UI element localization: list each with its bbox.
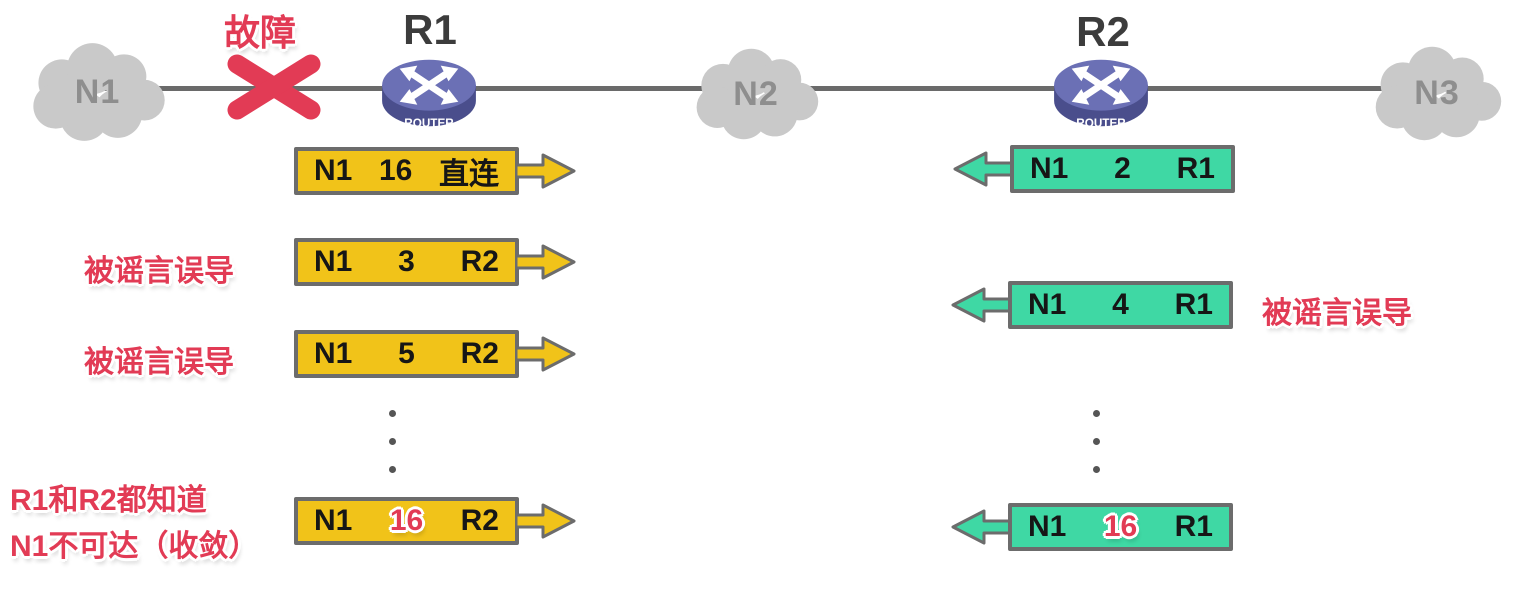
failure-label: 故障 xyxy=(224,12,297,53)
r1-update-row-3: N1 5 R2 xyxy=(294,330,577,378)
route-dest: N1 xyxy=(1028,288,1067,321)
route-update-box: N1 16 R2 xyxy=(294,497,519,545)
route-dest: N1 xyxy=(1028,510,1067,543)
route-metric-highlighted: 16 xyxy=(1103,510,1138,543)
dot xyxy=(389,410,396,417)
route-metric: 2 xyxy=(1114,152,1131,185)
route-metric-highlighted: 16 xyxy=(389,504,424,537)
route-update-box: N1 5 R2 xyxy=(294,330,519,378)
route-next-hop: R1 xyxy=(1176,152,1215,185)
route-next-hop: R2 xyxy=(460,337,499,370)
r1-update-row-1: N1 16 直连 xyxy=(294,147,577,195)
cloud-icon xyxy=(1375,46,1502,141)
dot xyxy=(1093,438,1100,445)
router-caption: ROUTER xyxy=(404,117,454,130)
route-update-box: N1 16 R1 xyxy=(1008,503,1233,551)
r1-update-row-2: N1 3 R2 xyxy=(294,238,577,286)
dot xyxy=(389,438,396,445)
arrow-right-icon xyxy=(515,242,577,282)
route-dest: N1 xyxy=(314,504,353,537)
annotation-convergence: R1和R2都知道 N1不可达（收敛） xyxy=(10,478,258,570)
arrow-right-icon xyxy=(515,501,577,541)
arrow-left-icon xyxy=(952,149,1014,189)
r1-update-row-4: N1 16 R2 xyxy=(294,497,577,545)
network-cloud-n3: N3 xyxy=(1368,40,1506,147)
network-cloud-n1: N1 xyxy=(25,36,170,148)
cloud-label-n1: N1 xyxy=(74,72,121,111)
router-caption: ROUTER xyxy=(1076,117,1126,130)
dot xyxy=(1093,466,1100,473)
route-next-hop: R1 xyxy=(1174,510,1213,543)
route-dest: N1 xyxy=(314,245,353,278)
router-icon-r2: ROUTER xyxy=(1050,50,1152,136)
r2-update-row-3: N1 16 R1 xyxy=(950,503,1233,551)
route-update-box: N1 4 R1 xyxy=(1008,281,1233,329)
cloud-icon xyxy=(696,48,819,140)
route-metric: 5 xyxy=(398,337,415,370)
r2-update-row-1: N1 2 R1 xyxy=(952,145,1235,193)
arrow-left-icon xyxy=(950,507,1012,547)
route-update-box: N1 2 R1 xyxy=(1010,145,1235,193)
network-cloud-n2: N2 xyxy=(690,40,822,148)
route-update-box: N1 3 R2 xyxy=(294,238,519,286)
route-next-hop: R1 xyxy=(1174,288,1213,321)
arrow-right-icon xyxy=(515,151,577,191)
route-next-hop: R2 xyxy=(460,245,499,278)
annotation-misled-left-2: 被谣言误导 xyxy=(84,346,234,379)
route-next-hop: 直连 xyxy=(438,158,499,191)
annotation-misled-left-1: 被谣言误导 xyxy=(84,255,234,288)
cloud-label-n3: N3 xyxy=(1414,74,1460,112)
dot xyxy=(1093,410,1100,417)
route-update-box: N1 16 直连 xyxy=(294,147,519,195)
ellipsis-dots-right xyxy=(1093,410,1100,473)
route-metric: 16 xyxy=(378,154,413,187)
route-dest: N1 xyxy=(1030,152,1069,185)
cloud-label-n2: N2 xyxy=(733,74,779,113)
annotation-convergence-line2: N1不可达（收敛） xyxy=(10,530,259,563)
r2-update-row-2: N1 4 R1 xyxy=(950,281,1233,329)
arrow-right-icon xyxy=(515,334,577,374)
router-name-r1: R1 xyxy=(403,6,457,53)
annotation-misled-right: 被谣言误导 xyxy=(1262,297,1412,330)
annotation-convergence-line1: R1和R2都知道 xyxy=(10,484,207,517)
failure-x-icon xyxy=(224,54,324,120)
router-name-r2: R2 xyxy=(1076,8,1130,55)
arrow-left-icon xyxy=(950,285,1012,325)
route-dest: N1 xyxy=(314,337,353,370)
cloud-icon xyxy=(33,43,165,141)
dot xyxy=(389,466,396,473)
route-metric: 4 xyxy=(1112,288,1129,321)
router-icon-r1: ROUTER xyxy=(378,50,480,136)
route-metric: 3 xyxy=(398,245,415,278)
route-dest: N1 xyxy=(314,154,353,187)
ellipsis-dots-left xyxy=(389,410,396,473)
route-next-hop: R2 xyxy=(460,504,499,537)
